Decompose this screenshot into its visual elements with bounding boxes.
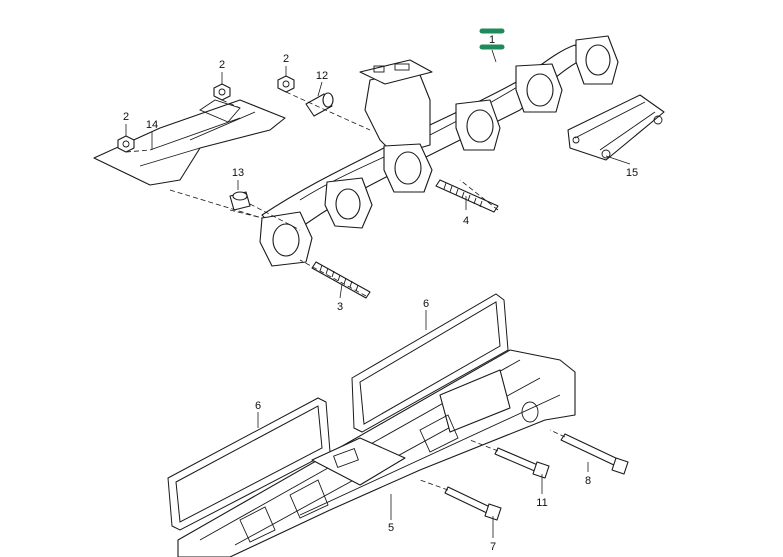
callout-1[interactable]: 1 (489, 34, 495, 46)
spacer-13[interactable] (229, 191, 251, 211)
nut-2a[interactable] (213, 83, 231, 101)
callout-15[interactable]: 15 (626, 167, 638, 179)
callout-3[interactable]: 3 (337, 301, 343, 313)
callout-12[interactable]: 12 (316, 70, 328, 82)
callout-7[interactable]: 7 (490, 541, 496, 553)
bolt-8[interactable] (560, 433, 629, 475)
bolt-11[interactable] (494, 447, 550, 479)
callout-2-nut-a[interactable]: 2 (219, 59, 225, 71)
leader-lines (125, 49, 631, 538)
callout-13[interactable]: 13 (232, 167, 244, 179)
heat-shield[interactable] (93, 99, 286, 186)
callout-8[interactable]: 8 (585, 475, 591, 487)
nut-2b[interactable] (277, 75, 295, 93)
exhaust-manifold[interactable] (259, 35, 619, 267)
callout-11[interactable]: 11 (536, 497, 547, 509)
gasket-6-right[interactable] (351, 293, 509, 433)
intake-manifold[interactable] (177, 349, 576, 557)
manifold-flange-6 (575, 35, 619, 85)
manifold-flange-1 (259, 211, 313, 267)
callout-2-nut-c[interactable]: 2 (123, 111, 129, 123)
stud-3[interactable] (311, 261, 371, 299)
manifold-flange-2 (324, 177, 373, 229)
bracket-15[interactable] (567, 94, 665, 161)
manifold-flange-4 (455, 99, 501, 151)
callout-2-nut-b[interactable]: 2 (283, 53, 289, 65)
callout-14[interactable]: 14 (146, 119, 158, 131)
manifold-flange-5 (515, 63, 563, 113)
nut-2c[interactable] (117, 135, 135, 153)
callout-4[interactable]: 4 (463, 215, 469, 227)
callout-5[interactable]: 5 (388, 522, 394, 534)
stud-4[interactable] (435, 179, 499, 213)
callout-6-right[interactable]: 6 (423, 298, 429, 310)
manifold-flange-3 (383, 143, 433, 193)
spacer-12[interactable] (305, 92, 334, 117)
bolt-7[interactable] (444, 486, 502, 521)
callout-6-left[interactable]: 6 (255, 400, 261, 412)
